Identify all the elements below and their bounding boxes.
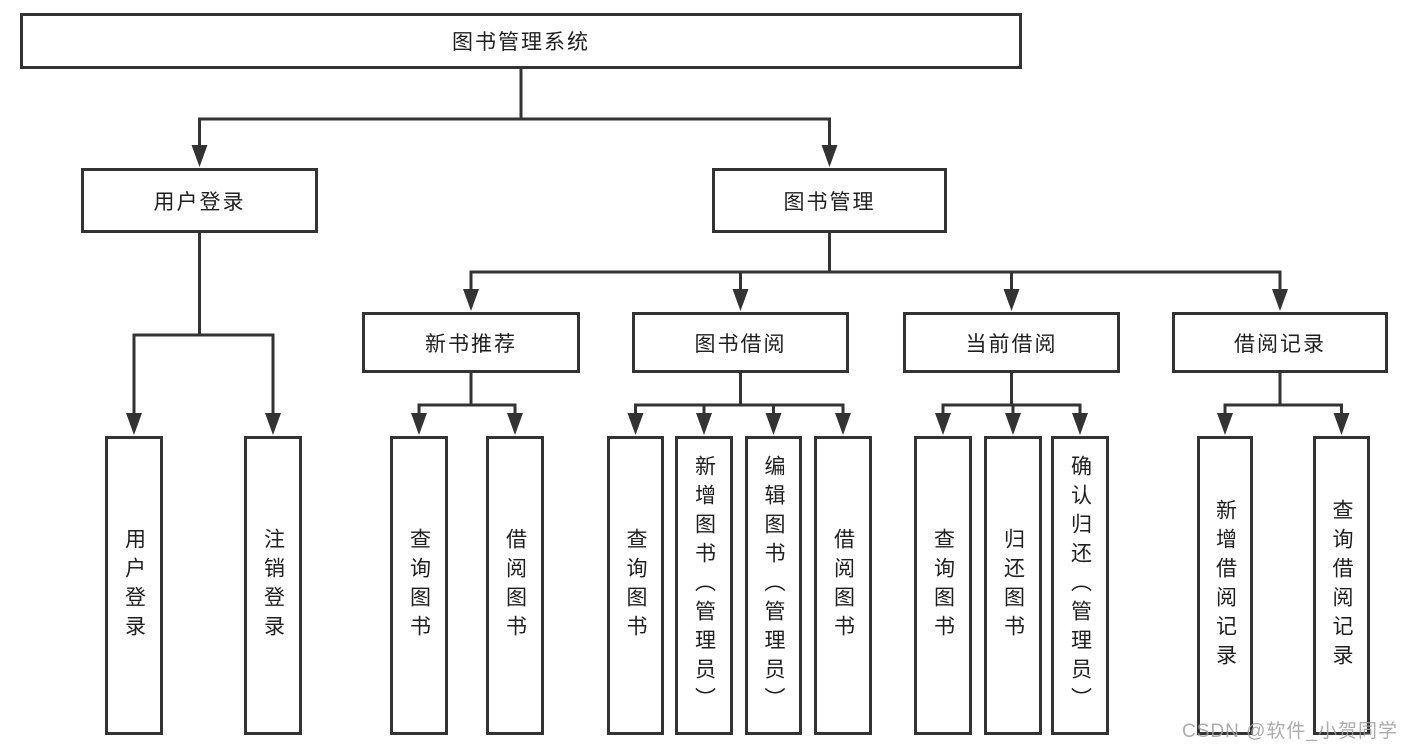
leaf-query-books-recommend-label: 查询图书 (407, 527, 431, 644)
leaf-borrow-books-borrowing: 借阅图书 (814, 436, 872, 735)
leaf-add-borrow-record-label: 新增借阅记录 (1213, 498, 1237, 673)
node-current-borrowing: 当前借阅 (903, 312, 1120, 373)
node-book-borrowing: 图书借阅 (632, 312, 849, 373)
leaf-add-borrow-record: 新增借阅记录 (1197, 436, 1253, 735)
leaf-logout: 注销登录 (244, 436, 302, 735)
leaf-edit-books-admin: 编辑图书（管理员） (745, 436, 802, 735)
leaf-query-borrow-record-label: 查询借阅记录 (1330, 498, 1353, 673)
node-new-book-recommendation-label: 新书推荐 (425, 332, 517, 356)
leaf-return-books: 归还图书 (984, 436, 1042, 735)
leaf-edit-books-admin-label: 编辑图书（管理员） (762, 455, 785, 716)
leaf-add-books-admin: 新增图书（管理员） (675, 436, 733, 735)
node-borrowing-records: 借阅记录 (1172, 312, 1388, 373)
node-root-label: 图书管理系统 (452, 31, 590, 54)
node-current-borrowing-label: 当前借阅 (965, 332, 1058, 356)
node-book-management-label: 图书管理 (783, 190, 876, 214)
leaf-borrow-books-borrowing-label: 借阅图书 (831, 527, 855, 644)
node-root: 图书管理系统 (20, 13, 1022, 69)
node-user-login-label: 用户登录 (153, 190, 246, 214)
leaf-borrow-books-recommend: 借阅图书 (486, 436, 544, 735)
node-book-management: 图书管理 (712, 168, 947, 233)
leaf-query-borrow-record: 查询借阅记录 (1313, 436, 1370, 735)
leaf-query-books-recommend: 查询图书 (390, 436, 448, 735)
leaf-query-books-borrowing: 查询图书 (607, 436, 664, 735)
leaf-return-books-label: 归还图书 (1001, 527, 1025, 644)
node-borrowing-records-label: 借阅记录 (1234, 332, 1326, 356)
node-book-borrowing-label: 图书借阅 (694, 332, 787, 356)
leaf-user-login: 用户登录 (105, 436, 163, 735)
leaf-query-books-borrowing-label: 查询图书 (624, 527, 647, 644)
watermark-text: CSDN @软件_小贺同学 (1182, 721, 1398, 742)
node-new-book-recommendation: 新书推荐 (362, 312, 580, 373)
leaf-user-login-label: 用户登录 (122, 527, 146, 644)
leaf-add-books-admin-label: 新增图书（管理员） (692, 455, 716, 716)
leaf-query-books-current-label: 查询图书 (931, 527, 955, 644)
leaf-borrow-books-recommend-label: 借阅图书 (503, 527, 527, 644)
leaf-confirm-return-admin: 确认归还（管理员） (1051, 436, 1109, 735)
leaf-logout-label: 注销登录 (261, 527, 285, 644)
node-user-login: 用户登录 (81, 168, 318, 233)
leaf-confirm-return-admin-label: 确认归还（管理员） (1068, 455, 1092, 716)
leaf-query-books-current: 查询图书 (914, 436, 972, 735)
